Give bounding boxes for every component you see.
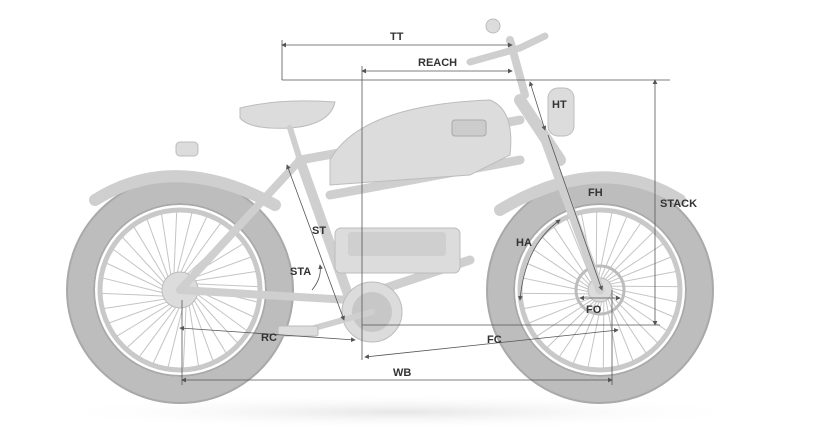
fc-label: FC [487, 334, 502, 346]
spoke [606, 256, 671, 284]
fo-label: FO [586, 304, 602, 316]
spoke [609, 287, 678, 303]
spoke [152, 305, 181, 364]
headlight [547, 87, 575, 137]
spoke [566, 219, 594, 284]
spoke [195, 292, 247, 331]
spoke [190, 301, 214, 361]
spoke [109, 300, 169, 324]
spoke [601, 223, 641, 281]
spoke [176, 212, 193, 275]
tt-label: TT [390, 31, 404, 43]
spoke [608, 293, 658, 344]
spoke [116, 302, 172, 337]
spoke [603, 232, 654, 282]
reach-label: REACH [418, 57, 457, 69]
spoke [192, 298, 227, 354]
front-wheel [486, 176, 714, 404]
spoke [182, 223, 221, 275]
spoke [599, 216, 628, 281]
spoke [113, 249, 165, 288]
spoke [194, 283, 258, 288]
spoke [608, 271, 676, 285]
spoke [102, 292, 166, 297]
spoke [188, 303, 199, 366]
spoke [126, 304, 175, 348]
spoke [122, 236, 166, 285]
seat-post [287, 125, 303, 163]
spoke [146, 219, 170, 279]
ha-arc [517, 219, 561, 301]
spoke [179, 216, 208, 275]
spoke [182, 304, 187, 368]
spoke [173, 212, 178, 276]
spoke [167, 305, 184, 368]
st-line [286, 164, 345, 321]
spoke [193, 271, 256, 282]
spoke [529, 296, 594, 324]
spoke [191, 256, 251, 280]
rear-fender [89, 170, 281, 211]
mirror [485, 18, 501, 34]
spoke [606, 296, 634, 361]
handlebar [466, 32, 549, 66]
spoke [609, 289, 674, 318]
spoke [102, 277, 165, 294]
saddle [239, 100, 336, 129]
st-label: ST [312, 225, 326, 237]
wb-label: WB [393, 367, 411, 379]
rear-light [175, 141, 199, 157]
spoke [597, 212, 613, 281]
front-fender [494, 171, 686, 216]
sta-label: STA [290, 266, 311, 278]
fc-line [364, 328, 619, 359]
spoke [104, 298, 167, 309]
sta-arc [311, 264, 323, 291]
spoke [161, 214, 172, 277]
ht-label: HT [552, 99, 567, 111]
ht-line [528, 81, 547, 131]
fh-line [547, 134, 603, 291]
fh-label: FH [588, 187, 603, 199]
spoke [133, 226, 168, 282]
pedal [277, 325, 319, 337]
stack-label: STACK [660, 198, 697, 210]
ground-shadow [40, 394, 760, 430]
tank-badge [451, 119, 487, 137]
spoke [106, 262, 165, 291]
spoke [139, 305, 178, 357]
rc-line [179, 325, 356, 343]
rc-label: RC [261, 332, 277, 344]
brake-disc [574, 264, 626, 316]
spoke [607, 295, 647, 354]
battery-pack [348, 232, 446, 256]
ha-label: HA [516, 237, 532, 249]
spoke [522, 277, 591, 293]
fuel-tank [329, 99, 512, 186]
